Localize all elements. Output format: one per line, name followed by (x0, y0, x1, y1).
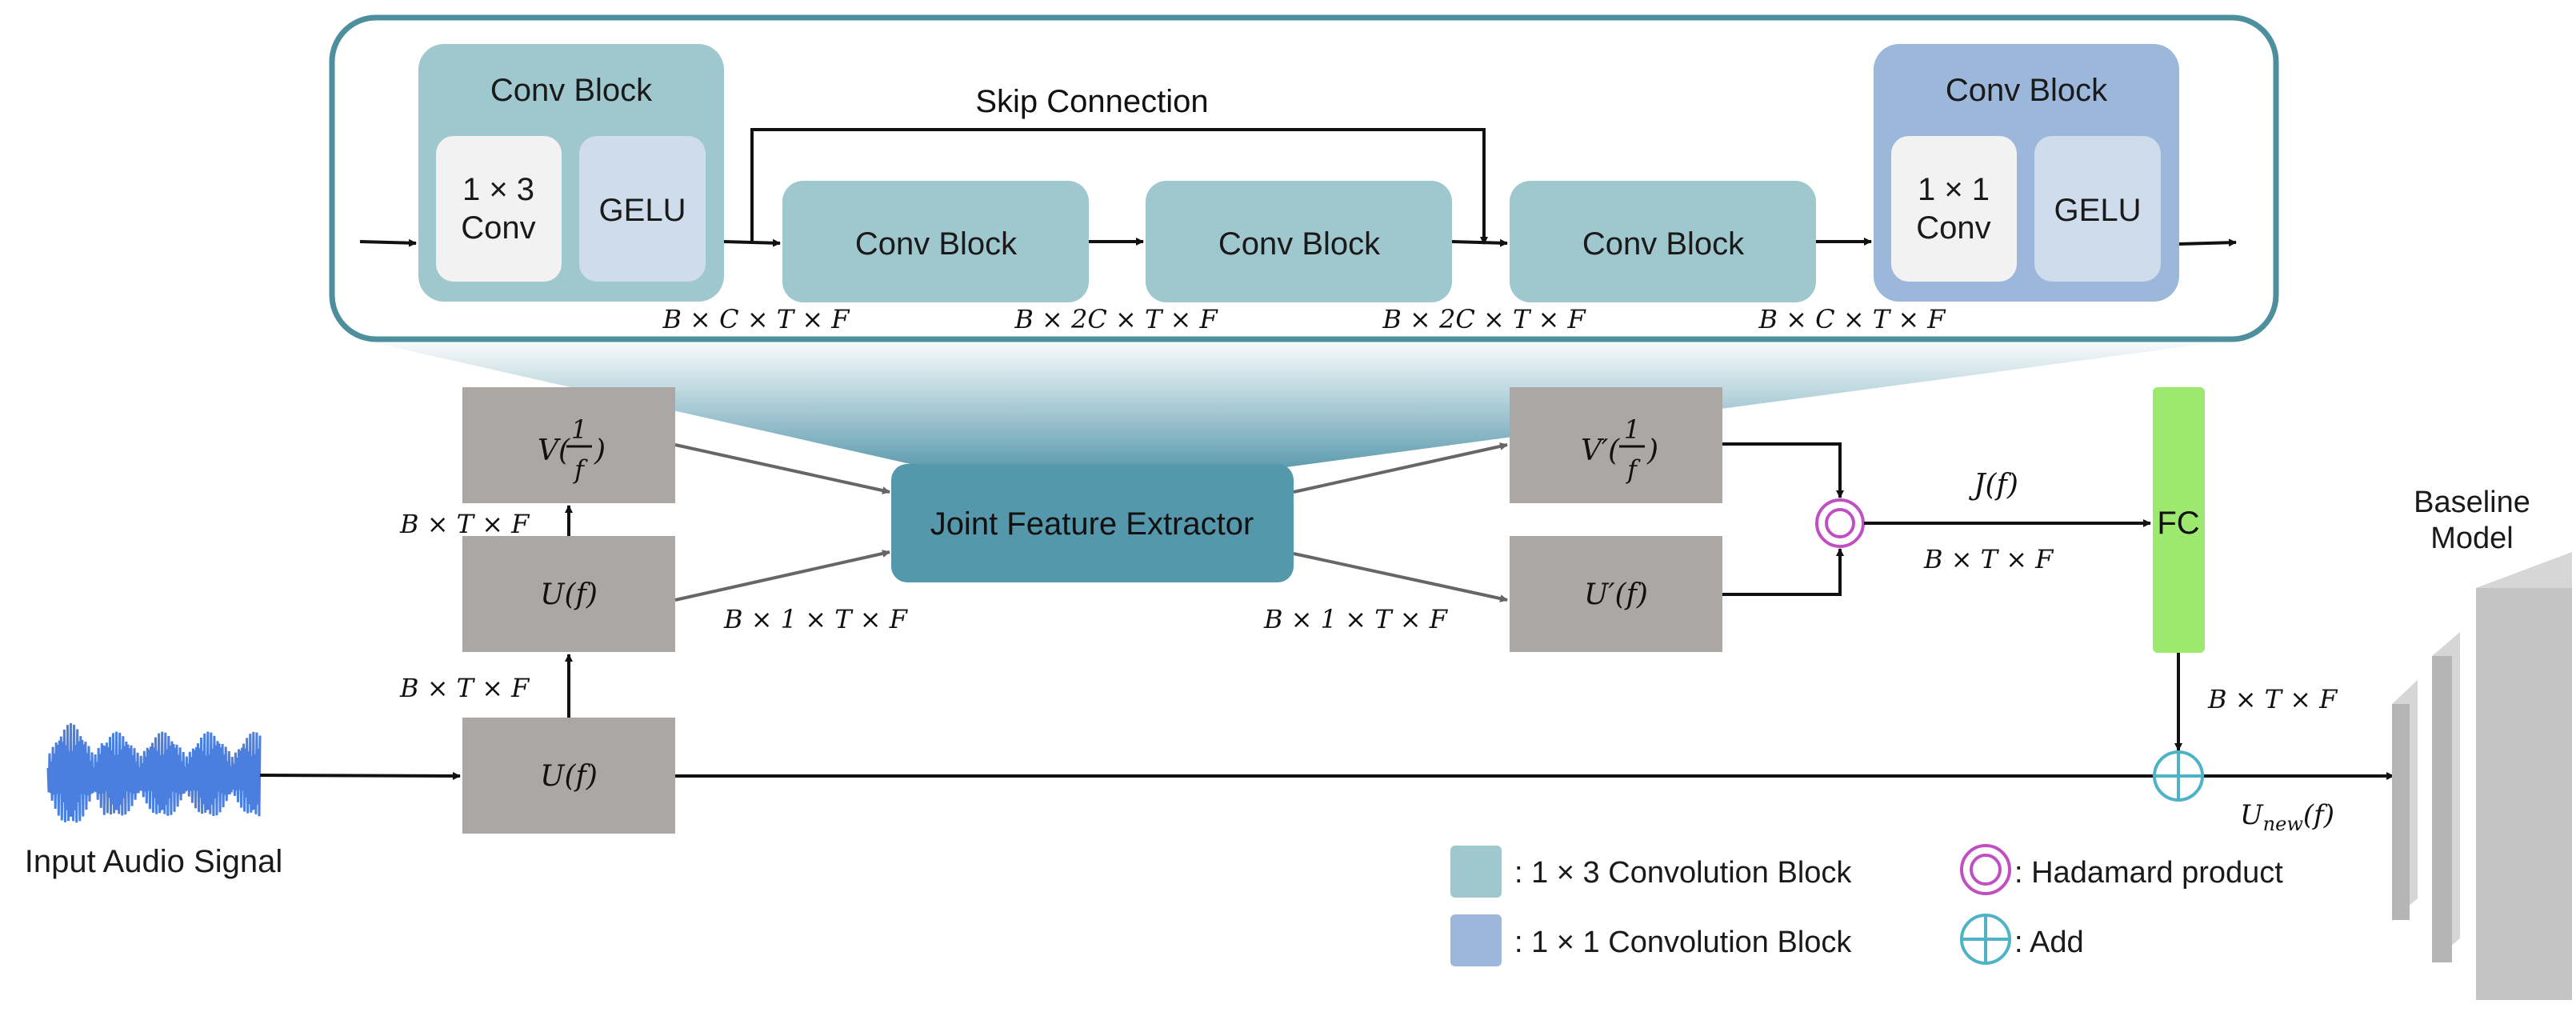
middle-conv-block-1-label: Conv Block (855, 226, 1018, 262)
first-conv-block-gelu (579, 136, 706, 282)
extractor-label: Joint Feature Extractor (930, 506, 1254, 542)
uprime-box: U′(f) (1510, 536, 1722, 652)
dim-after-fc: B × T × F (2207, 684, 2338, 714)
dim-lower-left: B × T × F (399, 673, 530, 703)
arrow-extractor-to-uprime (1293, 552, 1508, 602)
arrow-wave-to-input-u (259, 771, 461, 780)
middle-conv-block-2: Conv Block (1146, 181, 1452, 302)
dim-label-3: B × 2C × T × F (1382, 304, 1586, 334)
last-conv-block-gelu (2034, 136, 2161, 282)
last-conv-block-gelu-label: GELU (2054, 193, 2142, 228)
input-u-box: U(f) (462, 718, 675, 834)
first-conv-block-title: Conv Block (490, 73, 653, 108)
v-box-close: ) (594, 434, 606, 467)
skip-connection-line (750, 128, 1488, 245)
dim-between-u-v: B × T × F (399, 509, 530, 539)
v-box: V( 1 f ) (462, 387, 675, 503)
fc-layer: FC (2153, 387, 2205, 653)
last-conv-block-title: Conv Block (1946, 73, 2108, 108)
v-box-num: 1 (571, 414, 587, 445)
vprime-box-v: V′( (1581, 434, 1620, 467)
last-conv-block: Conv Block 1 × 1 Conv GELU (1874, 44, 2179, 302)
hadamard-product-symbol (1815, 498, 1865, 548)
arrow-block1-block2 (723, 238, 781, 247)
dim-from-extractor: B × 1 × T × F (1263, 604, 1449, 634)
uprime-box-label: U′(f) (1584, 578, 1648, 611)
legend-conv13-swatch (1450, 846, 1502, 898)
baseline-model: Baseline Model (2392, 486, 2572, 1000)
baseline-label-line1: Baseline (2414, 486, 2530, 519)
last-conv-block-conv-line1: 1 × 1 (1918, 172, 1990, 207)
legend-hadamard-icon (1960, 844, 2011, 895)
add-symbol (2153, 750, 2204, 802)
first-conv-block-conv (436, 136, 562, 282)
arrow-uprime-to-hadamard (1722, 548, 1844, 596)
skip-connection-label: Skip Connection (975, 84, 1208, 119)
dim-label-4: B × C × T × F (1758, 304, 1946, 334)
dim-label-2: B × 2C × T × F (1014, 304, 1218, 334)
first-conv-block-conv-line1: 1 × 3 (462, 172, 534, 207)
arrow-u-to-extractor (674, 550, 890, 602)
input-u-box-label: U(f) (540, 760, 598, 793)
middle-conv-block-1: Conv Block (782, 181, 1089, 302)
vprime-box-num: 1 (1624, 414, 1640, 445)
legend-add-text: : Add (2014, 926, 2084, 959)
arrow-vprime-to-hadamard (1722, 442, 1844, 498)
first-conv-block-gelu-label: GELU (599, 193, 686, 228)
dim-label-1: B × C × T × F (662, 304, 850, 334)
fc-label: FC (2157, 506, 2199, 541)
joint-feature-extractor: Joint Feature Extractor (891, 464, 1294, 582)
audio-waveform-icon (46, 722, 262, 823)
joint-feature-extractor-detail-panel: Skip Connection Conv Block 1 × 3 Conv GE… (329, 14, 2279, 342)
input-caption: Input Audio Signal (25, 844, 282, 879)
middle-conv-block-3: Conv Block (1510, 181, 1816, 302)
arrow-block3-block4 (1451, 238, 1508, 247)
u-box: U(f) (462, 536, 675, 652)
last-conv-block-conv (1891, 136, 2017, 282)
projection-beam (344, 336, 2264, 468)
j-label: J(f) (1968, 469, 2018, 502)
vprime-box: V′( 1 f ) (1510, 387, 1722, 503)
v-box-v: V( (538, 434, 570, 467)
dim-to-extractor: B × 1 × T × F (723, 604, 909, 634)
legend-conv13-text: : 1 × 3 Convolution Block (1514, 856, 1852, 890)
arrow-extractor-to-vprime (1293, 442, 1508, 494)
legend-conv11-swatch (1450, 914, 1502, 966)
panel-output-arrow (2178, 238, 2237, 247)
last-conv-block-conv-line2: Conv (1916, 210, 1990, 246)
vprime-box-close: ) (1646, 434, 1658, 467)
legend: : 1 × 3 Convolution Block : 1 × 1 Convol… (1450, 844, 2283, 966)
baseline-label-line2: Model (2430, 522, 2514, 555)
unew-label: Unew(f) (2240, 799, 2334, 835)
legend-add-icon (1960, 914, 2011, 965)
legend-conv11-text: : 1 × 1 Convolution Block (1514, 926, 1852, 959)
first-conv-block: Conv Block 1 × 3 Conv GELU (418, 44, 724, 302)
legend-hadamard-text: : Hadamard product (2014, 856, 2283, 890)
first-conv-block-conv-line2: Conv (461, 210, 535, 246)
u-box-label: U(f) (540, 578, 598, 611)
middle-conv-block-2-label: Conv Block (1218, 226, 1381, 262)
panel-input-arrow (359, 238, 417, 247)
arrow-v-to-extractor (674, 443, 890, 494)
middle-conv-block-3-label: Conv Block (1582, 226, 1745, 262)
dim-after-hadamard: B × T × F (1923, 544, 2054, 574)
